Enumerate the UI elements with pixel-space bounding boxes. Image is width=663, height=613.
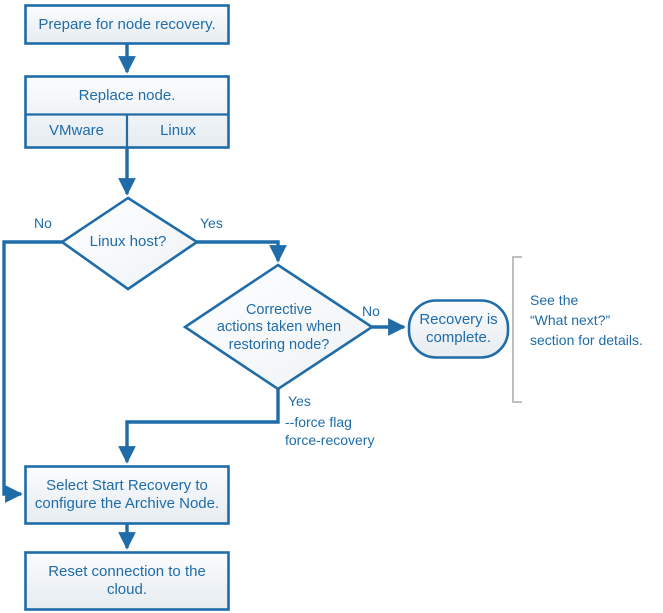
node-prepare-shape: [24, 4, 230, 45]
node-recovery-complete-shape: [407, 299, 510, 359]
node-start-recovery-shape: [24, 465, 230, 525]
edge-label-corrective-yes: Yes: [288, 393, 311, 409]
node-corrective-shape: [182, 263, 375, 391]
node-reset-connection-shape: [24, 551, 230, 611]
edge-label-linux-host-yes: Yes: [200, 215, 223, 231]
edge-linux-host-no: [2, 240, 62, 503]
node-linux-host-shape: [59, 196, 200, 291]
edge-corrective-yes: [118, 389, 280, 464]
edge-linux-host-yes: [197, 240, 287, 263]
edge-label-force-flag: --force flag force-recovery: [285, 414, 375, 448]
edge-label-linux-host-no: No: [34, 215, 52, 231]
grouping-bracket: [512, 256, 522, 403]
annotation-what-next: See the “What next?” section for details…: [530, 292, 643, 348]
edge-label-corrective-no: No: [362, 303, 380, 319]
